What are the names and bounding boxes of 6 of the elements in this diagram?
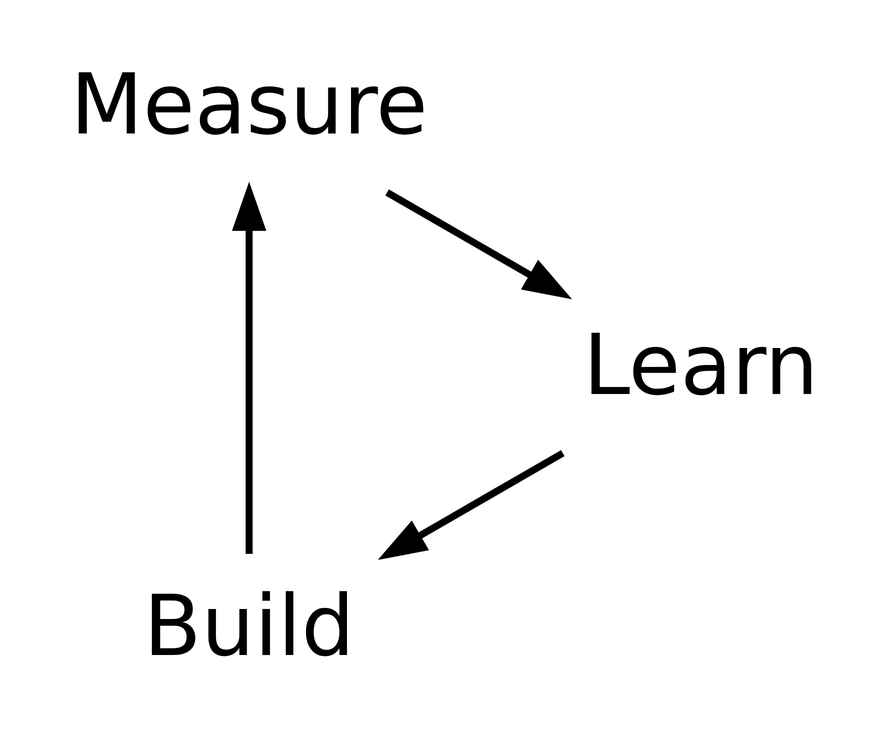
node-text: Learn (583, 316, 818, 414)
node-text: Build (144, 576, 355, 674)
arrow (378, 450, 565, 560)
node-text: Measure (70, 54, 428, 153)
arrow (232, 181, 266, 554)
arrow (385, 188, 572, 299)
